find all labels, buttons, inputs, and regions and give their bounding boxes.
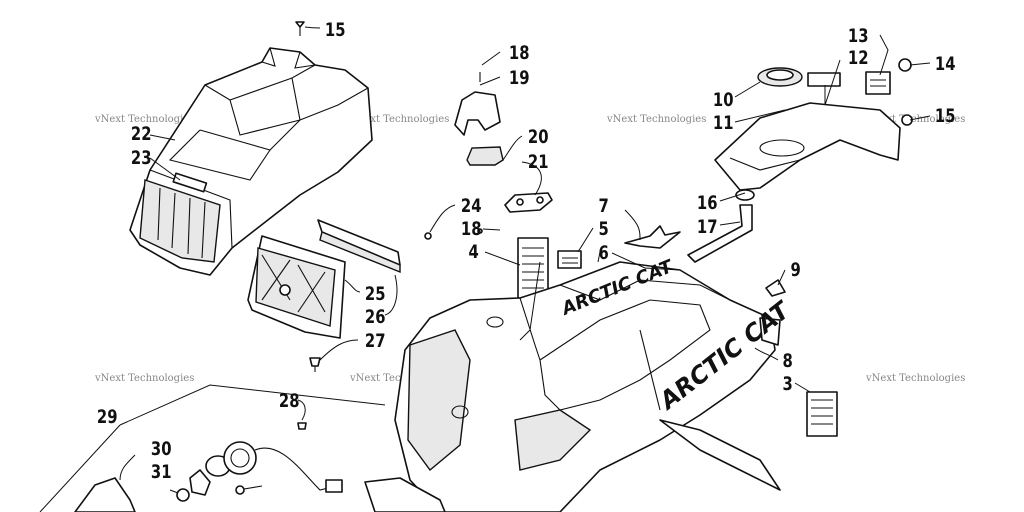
callout-label: 23 [131,147,152,169]
callout-label: 15 [325,19,346,41]
watermark: vNext Technologies [606,114,706,125]
callout-label: 25 [365,283,386,305]
watermark: vNext Technologies [94,114,194,125]
callout-label: 30 [151,438,172,460]
callout-label: 7 [598,195,608,217]
callout-label: 20 [528,126,549,148]
callout-label: 28 [279,390,300,412]
latch-parts [454,91,553,213]
callout-label: 14 [935,53,956,75]
callout-label: 11 [713,112,734,134]
callout-label: 19 [509,67,530,89]
callout-label: 31 [151,461,172,483]
callout-label: 8 [782,350,792,372]
callout-label: 4 [468,241,478,263]
leader-lines [119,26,931,494]
callout-label: 18 [461,218,482,240]
watermark: vNext Technologies [865,114,965,125]
callout-label: 17 [697,216,718,238]
arrow-decal [624,225,681,249]
callout-label: 27 [365,330,386,352]
callout-label: 16 [697,192,718,214]
callout-label: 13 [848,25,869,47]
callout-label: 18 [509,42,530,64]
main-body [364,261,781,512]
callout-label: 12 [848,47,869,69]
callout-label: 21 [528,151,549,173]
fasteners [295,21,483,430]
callout-label: 3 [782,373,792,395]
callout-label: 22 [131,123,152,145]
watermark: vNext Technologies [349,114,449,125]
watermark: vNext Technologies [94,373,194,384]
rear-cover [714,58,913,191]
callout-label: 6 [598,242,608,264]
decals [517,71,891,437]
callout-label: 15 [935,105,956,127]
callout-label: 10 [713,89,734,111]
callout-label: 26 [365,306,386,328]
watermark: vNext Technologies [349,373,449,384]
front-hood [129,47,373,276]
watermark: vNext Technologies [865,373,965,384]
headlight-assembly [39,384,386,512]
callout-label: 24 [461,195,482,217]
callout-label: 29 [97,406,118,428]
vent-tube [687,189,755,263]
callout-label: 9 [790,259,800,281]
bracket [765,279,786,297]
front-plate [317,219,401,274]
callout-labels: 15 18 19 20 21 22 23 24 18 4 25 26 27 28… [97,19,956,483]
grille [247,235,346,339]
callout-label: 5 [598,218,608,240]
